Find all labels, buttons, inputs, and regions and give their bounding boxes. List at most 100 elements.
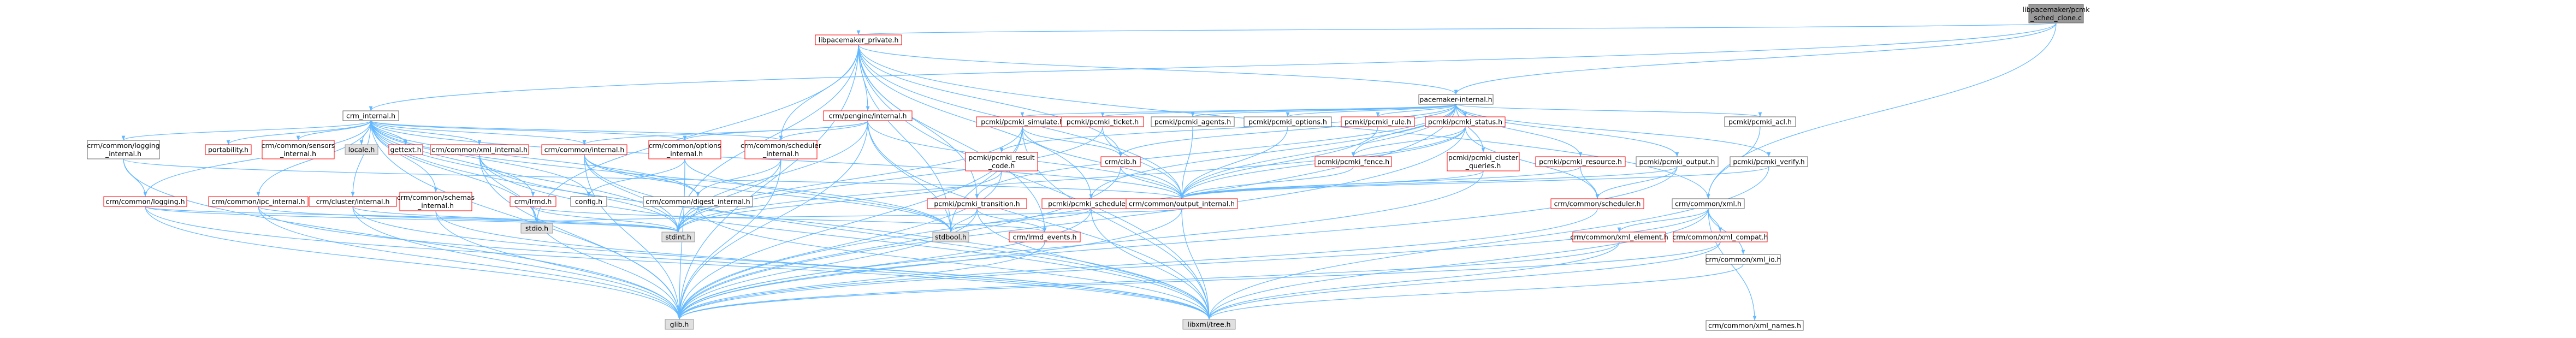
node-cib[interactable]: crm/cib.h	[1100, 156, 1141, 167]
node-verify[interactable]: pcmki/pcmki_verify.h	[1730, 156, 1808, 167]
node-simulate[interactable]: pcmki/pcmki_simulate.h	[976, 116, 1069, 127]
edge-transition-to-lrmd_events	[976, 208, 1047, 233]
node-box	[430, 144, 529, 155]
node-crm-pengine-internal[interactable]: crm/pengine/internal.h	[823, 110, 913, 121]
node-crm-internal[interactable]: crm_internal.h	[342, 110, 399, 121]
edge-output_internal-to-stdio	[535, 208, 1182, 224]
node-label: glib.h	[670, 321, 689, 329]
node-portability[interactable]: portability.h	[205, 144, 252, 155]
edge-pacemaker_internal-to-ticket	[1101, 104, 1456, 117]
edge-lrmd-to-stdint	[532, 206, 680, 233]
node-box	[342, 110, 399, 121]
node-label: pcmki/pcmki_resource.h	[1539, 158, 1622, 166]
edge-xml_element-to-libxml_tree	[1207, 241, 1620, 320]
node-pcmki-output[interactable]: pcmki/pcmki_output.h	[1636, 156, 1719, 167]
node-label: crm/lrmd_events.h	[1013, 233, 1077, 241]
node-box	[1009, 232, 1081, 242]
node-xml-element[interactable]: crm/common/xml_element.h	[1570, 232, 1668, 242]
node-box	[87, 140, 160, 159]
node-box	[520, 223, 553, 234]
node-label: pcmki/pcmki_simulate.h	[981, 118, 1064, 126]
edge-pacemaker_internal-to-rule	[1376, 104, 1456, 117]
node-label: pcmki/pcmki_scheduler.h	[1048, 200, 1134, 208]
node-label: crm/cluster/internal.h	[316, 198, 390, 206]
node-label: pcmki/pcmki_options.h	[1248, 118, 1327, 126]
node-pacemaker-internal[interactable]: pacemaker-internal.h	[1418, 94, 1494, 105]
node-scheduler-internal[interactable]: crm/common/scheduler_internal.h	[741, 140, 822, 159]
edge-xml_internal-to-stdint	[479, 154, 680, 233]
node-xml[interactable]: crm/common/xml.h	[1672, 198, 1745, 209]
node-box	[744, 140, 818, 159]
edge-crm_internal-to-logging	[143, 120, 371, 197]
edge-pcmki_scheduler-to-libxml_tree	[1091, 208, 1211, 320]
node-box	[823, 110, 913, 121]
node-status[interactable]: pcmki/pcmki_status.h	[1425, 116, 1506, 127]
node-schemas-internal[interactable]: crm/common/schemas_internal.h	[397, 192, 475, 211]
node-ipc-internal[interactable]: crm/common/ipc_internal.h	[208, 196, 309, 207]
node-label: pcmki/pcmki_output.h	[1639, 158, 1715, 166]
node-gettext[interactable]: gettext.h	[388, 144, 423, 155]
edge-ticket-to-stdint	[676, 126, 1103, 233]
edge-cluster_internal-to-glib	[352, 206, 682, 320]
edge-xml_internal-to-libxml_tree	[479, 154, 1211, 320]
node-label: stdbool.h	[935, 233, 967, 241]
node-label: stdio.h	[525, 224, 548, 233]
edge-crm_internal-to-schemas_internal	[370, 120, 438, 193]
node-box	[570, 196, 607, 207]
node-pcmki-scheduler[interactable]: pcmki/pcmki_scheduler.h	[1041, 198, 1141, 209]
node-fence[interactable]: pcmki/pcmki_fence.h	[1314, 156, 1392, 167]
node-config[interactable]: config.h	[570, 196, 607, 207]
edge-scheduler_internal-to-stdint	[676, 158, 781, 233]
node-label: crm/common/xml_element.h	[1570, 233, 1668, 241]
node-agents[interactable]: pcmki/pcmki_agents.h	[1151, 116, 1235, 127]
node-xml-compat[interactable]: crm/common/xml_compat.h	[1672, 232, 1768, 242]
node-root[interactable]: libpacemaker/pcmk_sched_clone.c	[2023, 4, 2091, 23]
edge-common_internal-to-libxml_tree	[584, 154, 1211, 320]
node-acl[interactable]: pcmki/pcmki_acl.h	[1724, 116, 1796, 127]
edge-pacemaker_internal-to-options	[1286, 104, 1456, 117]
node-box	[965, 152, 1038, 171]
node-label: crm/common/xml_compat.h	[1672, 233, 1768, 241]
node-common-scheduler[interactable]: crm/common/scheduler.h	[1550, 198, 1644, 209]
edge-xml-to-xml_compat	[1708, 208, 1722, 233]
node-sensors-internal[interactable]: crm/common/sensors_internal.h	[262, 140, 335, 159]
node-transition[interactable]: pcmki/pcmki_transition.h	[927, 198, 1027, 209]
edge-xml_internal-to-glib	[479, 154, 682, 320]
node-lrmd[interactable]: crm/lrmd.h	[510, 196, 556, 207]
edge-simulate-to-stdint	[676, 126, 1023, 233]
edge-xml_io-to-libxml_tree	[1207, 264, 1744, 320]
node-options[interactable]: pcmki/pcmki_options.h	[1243, 116, 1332, 127]
node-cluster-queries[interactable]: pcmki/pcmki_cluster_queries.h	[1447, 152, 1520, 171]
node-common-internal[interactable]: crm/common/internal.h	[541, 144, 627, 155]
node-libpacemaker-private[interactable]: libpacemaker_private.h	[815, 34, 902, 45]
node-lrmd-events[interactable]: crm/lrmd_events.h	[1009, 232, 1081, 242]
node-logging[interactable]: crm/common/logging.h	[103, 196, 187, 207]
node-label: pcmki/pcmki_fence.h	[1317, 158, 1389, 166]
node-label: portability.h	[208, 146, 248, 154]
node-box	[643, 196, 753, 207]
node-digest-internal[interactable]: crm/common/digest_internal.h	[643, 196, 753, 207]
node-label: crm/common/schemas	[397, 193, 475, 201]
node-xml-internal[interactable]: crm/common/xml_internal.h	[430, 144, 529, 155]
edge-scheduler_internal-to-digest_internal	[696, 158, 781, 197]
node-ticket[interactable]: pcmki/pcmki_ticket.h	[1061, 116, 1144, 127]
node-box	[661, 232, 695, 242]
node-label: crm/common/xml_internal.h	[431, 146, 528, 154]
node-cluster-internal[interactable]: crm/cluster/internal.h	[309, 196, 397, 207]
node-xml-names[interactable]: crm/common/xml_names.h	[1706, 320, 1804, 331]
node-xml-io[interactable]: crm/common/xml_io.h	[1706, 254, 1781, 265]
node-resource[interactable]: pcmki/pcmki_resource.h	[1535, 156, 1626, 167]
node-output-internal[interactable]: crm/common/output_internal.h	[1126, 198, 1238, 209]
node-box	[510, 196, 556, 207]
node-options-internal[interactable]: crm/common/options_internal.h	[648, 140, 721, 159]
edge-xml_element-to-glib	[677, 241, 1620, 320]
node-stdint: stdint.h	[661, 232, 695, 242]
node-label: crm/common/logging	[87, 141, 159, 150]
node-rule[interactable]: pcmki/pcmki_rule.h	[1341, 116, 1415, 127]
node-result-code[interactable]: pcmki/pcmki_result_code.h	[965, 152, 1038, 171]
node-cs-logging-internal[interactable]: crm/common/logging_internal.h	[87, 140, 160, 159]
edge-crm_internal-to-lrmd	[370, 120, 535, 197]
edge-options_internal-to-stdbool	[684, 158, 953, 233]
edge-cib-to-output_internal	[1120, 166, 1184, 199]
node-label: config.h	[575, 198, 602, 206]
